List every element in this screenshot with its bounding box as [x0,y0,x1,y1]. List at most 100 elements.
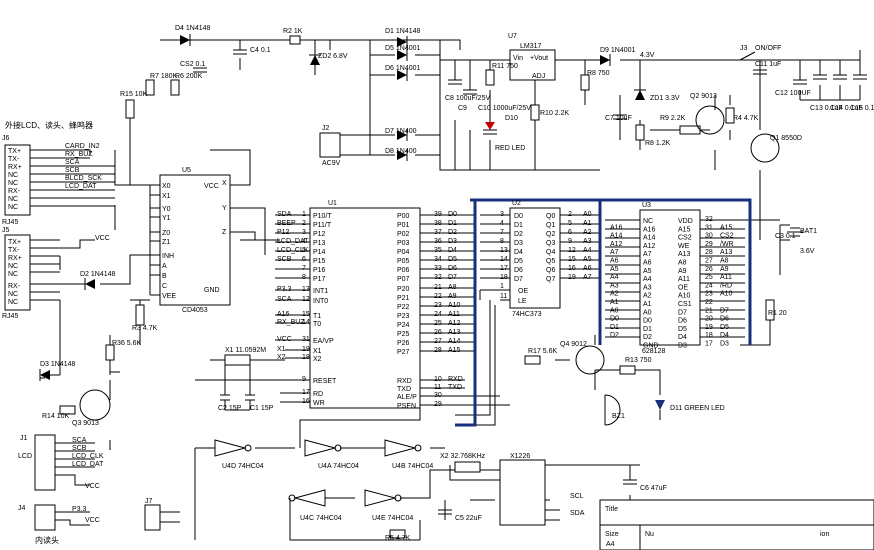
u2-net: A1 [583,220,592,227]
u1-pin-num: 5 [302,247,306,254]
u1-net: D1 [448,220,457,227]
resistor-label: R36 5.6K [112,340,142,347]
u1-net: A11 [448,311,460,318]
u3-pin-right: D6 [678,318,687,325]
u5-pin-gnd: GND [204,287,220,294]
u3-pin-right: D7 [678,309,687,316]
inverter-label: U4A 74HC04 [318,463,359,470]
size-label: Size [605,531,619,538]
inverter-label: U4B 74HC04 [392,463,433,470]
u2-pin-d: D7 [514,276,523,283]
u2-net: A5 [583,256,592,263]
number-label: Nu [645,531,654,538]
u2-pin-q: Q4 [546,249,555,256]
j6-pin-7: NC [8,196,18,203]
u3-net: D1 [610,324,619,331]
u1-pin-p07: P07 [397,276,410,283]
capacitor-label: C1 15P [250,405,274,412]
u1-pin-num: 33 [434,265,442,272]
u1-pin-p16: P16 [313,267,326,274]
u3-ref: U3 [642,202,651,209]
onoff-label: ON/OFF [755,45,781,52]
diode-label: D5 1N4001 [385,45,421,52]
u3-pin-left: A4 [643,276,652,283]
size-value: A4 [606,541,615,548]
u3-net: A7 [610,249,619,256]
u1-pin-p14: P14 [313,249,326,256]
u2-pin-q: Q2 [546,231,555,238]
u1-pin-num: 25 [434,320,442,327]
u3-net: D7 [720,307,729,314]
capacitor-label: C6 47uF [640,485,667,492]
u3-pin-num: 19 [705,324,713,331]
u1-net: D6 [448,265,457,272]
u3-pin-right: D4 [678,334,687,341]
u1-pin-num: 13 [302,286,310,293]
u1-net: D5 [448,256,457,263]
u1-pin-p20: P20 [397,286,410,293]
u1-net: D4 [448,247,457,254]
ac9v-label: AC9V [322,160,341,167]
u1-pin-t0: T0 [313,321,321,328]
diode-label: D11 GREEN LED [670,405,725,412]
u1-pin-p22: P22 [397,304,410,311]
u1-pin-p02: P02 [397,231,410,238]
u1-net: A15 [448,347,461,354]
u3-pin-right: D3 [678,343,687,350]
j6-net-scb: SCB [65,167,80,174]
u2-pin-num: 12 [568,247,576,254]
u2-pin-num: 19 [568,274,576,281]
resistor-label: R5 4.7K [385,535,411,542]
u3-pin-right: A9 [678,268,687,275]
v43-label: 4.3V [640,52,655,59]
j5-pin-1: TX+ [8,239,21,246]
u3-net: /RD [720,282,732,289]
u3-pin-num: 27 [705,258,713,265]
u3-net: A12 [610,241,623,248]
diode-label: D3 1N4148 [40,361,76,368]
labels: 外接LCD、读头、蜂鸣器 J6 RJ45 TX+ TX- RX+ NC NC R… [2,25,874,548]
u3-net: A15 [720,224,733,231]
u1-net: A13 [448,329,461,336]
u1-pin-txd: TXD [397,386,411,393]
u1-pin-p10/t: P10/T [313,213,332,220]
u1-net: RX_BUZ [277,319,305,326]
u2-oe: OE [518,288,528,295]
u1-pin-num: 15 [302,311,310,318]
u3-pin-left: A5 [643,268,652,275]
u2-le: LE [518,298,527,305]
u3-pin-left: A1 [643,301,652,308]
u1-pin-t1: T1 [313,313,321,320]
u1-pin-x1: X1 [313,348,322,355]
u1-pin-num: 8 [302,274,306,281]
u2-pin-num: 2 [568,211,572,218]
j1-net-scb: SCB [72,445,87,452]
j6-pin-3: RX+ [8,164,22,171]
u3-pin-left: D1 [643,326,652,333]
u1-left-pins: P10/T1SDAP11/T2BEEPP123P12P134LCD_DATP14… [277,211,337,407]
u2-pin-q: Q5 [546,258,555,265]
diode-label: ZD1 3.3V [650,95,680,102]
resistor-label: R6 200K [175,73,203,80]
u1-net: P3.3 [277,286,292,293]
bat-voltage-label: 3.6V [800,248,815,255]
u1-pin-p12: P12 [313,231,326,238]
u1-pin-num: 14 [302,319,310,326]
u3-pin-left: GND [643,343,659,350]
resistor-label: R10 2.2K [540,110,570,117]
capacitor-label: C3 0.1 [775,233,796,240]
u3-pin-left: A2 [643,293,652,300]
u2-pin-q: Q3 [546,240,555,247]
u1-net: RXD [448,376,463,383]
j6-net-sck: BLCD_SCK [65,175,102,182]
u1-pin-num: 3 [302,229,306,236]
u1-pin-num: 11 [434,384,441,391]
u1-net: LCD_CLK [277,247,309,254]
u1-pin-p15: P15 [313,258,326,265]
transistor-label: Q3 9013 [72,420,99,427]
u1-net: LCD_DAT [277,238,309,245]
resistor-label: R13 750 [625,357,652,364]
transistor-label: Q1 8550D [770,135,802,142]
